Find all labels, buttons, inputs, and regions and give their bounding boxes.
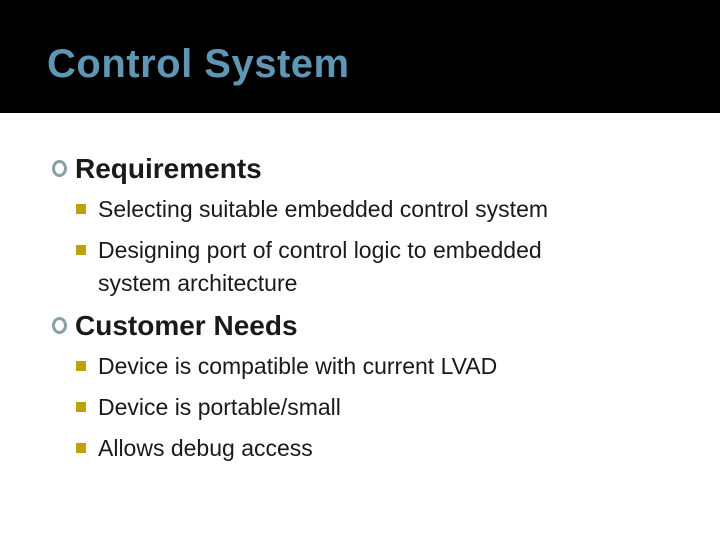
list-item: Allows debug access [76, 432, 700, 465]
square-bullet-icon [76, 245, 86, 255]
slide-header: Control System [0, 0, 720, 113]
section-heading: Requirements [75, 153, 262, 184]
list-item-text: Device is compatible with current LVAD [98, 353, 498, 379]
list-item-text: Selecting suitable embedded control syst… [98, 196, 549, 222]
square-bullet-icon [76, 443, 86, 453]
sub-list: Selecting suitable embedded control syst… [52, 193, 700, 300]
square-bullet-icon [76, 204, 86, 214]
list-item: Designing port of control logic to embed… [76, 234, 700, 300]
list-item: Device is compatible with current LVAD [76, 350, 700, 383]
slide-title: Control System [47, 42, 350, 86]
list-item-text: Device is portable/small [98, 394, 341, 420]
circle-bullet-icon [52, 160, 67, 177]
list-item-text: Designing port of control logic to embed… [98, 237, 542, 296]
list-item: Device is portable/small [76, 391, 700, 424]
sub-list: Device is compatible with current LVAD D… [52, 350, 700, 465]
section-heading: Customer Needs [75, 310, 298, 341]
heading-row: Requirements [52, 151, 700, 187]
list-item-text: Allows debug access [98, 435, 313, 461]
square-bullet-icon [76, 402, 86, 412]
section-requirements: Requirements Selecting suitable embedded… [52, 151, 700, 300]
slide-content: Requirements Selecting suitable embedded… [0, 113, 720, 540]
circle-bullet-icon [52, 317, 67, 334]
list-item: Selecting suitable embedded control syst… [76, 193, 700, 226]
square-bullet-icon [76, 361, 86, 371]
heading-row: Customer Needs [52, 308, 700, 344]
section-customer-needs: Customer Needs Device is compatible with… [52, 308, 700, 465]
